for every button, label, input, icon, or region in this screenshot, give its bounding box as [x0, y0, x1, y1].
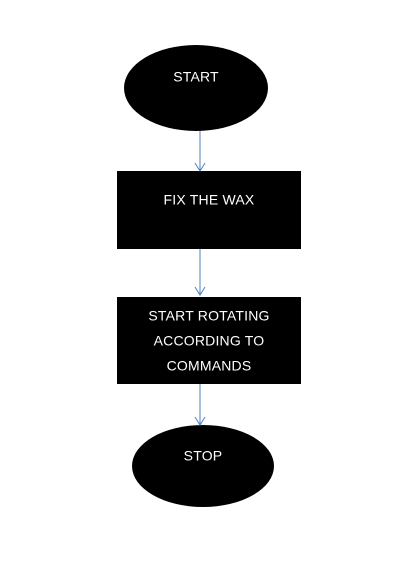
fix-wax-node: FIX THE WAX: [117, 171, 301, 249]
fix-wax-node-shape: [117, 171, 301, 249]
start-node-label: START: [173, 69, 219, 85]
arrowhead-icon: [194, 286, 206, 296]
arrowhead-icon: [194, 416, 206, 426]
start-node: START: [124, 45, 268, 131]
rotate-node: START ROTATING ACCORDING TO COMMANDS: [117, 297, 301, 384]
rotate-node-label-line-2: ACCORDING TO: [154, 333, 265, 349]
connector-fix-wax-to-rotate: [194, 249, 206, 296]
stop-node-label: STOP: [184, 448, 223, 464]
rotate-node-label-line-3: COMMANDS: [167, 358, 252, 374]
fix-wax-node-label: FIX THE WAX: [164, 192, 255, 208]
stop-node-shape: [132, 425, 274, 507]
start-node-shape: [124, 45, 268, 131]
stop-node: STOP: [132, 425, 274, 507]
rotate-node-label-line-1: START ROTATING: [148, 308, 269, 324]
arrowhead-icon: [194, 162, 206, 172]
connector-start-to-fix-wax: [194, 131, 206, 172]
rotate-node-shape: [117, 297, 301, 384]
connector-rotate-to-stop: [194, 384, 206, 426]
